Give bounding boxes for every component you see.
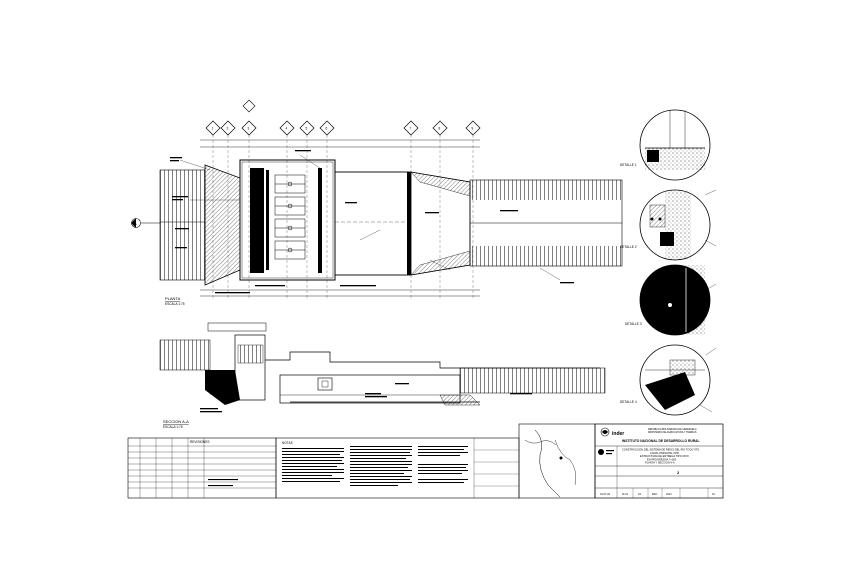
drawing-codes: 01-07-03 SI-01 A1 ESC. 2014 01 (600, 493, 715, 496)
svg-text:DETALLE 4: DETALLE 4 (620, 400, 637, 404)
inlet-canal-section (159, 339, 211, 371)
axis-marker: 9 (465, 120, 481, 136)
axis-markers: 1 2 3 4 5 6 7 8 9 (205, 120, 481, 136)
svg-text:9: 9 (472, 127, 474, 131)
svg-text:3: 3 (248, 127, 250, 131)
location-map (518, 423, 596, 499)
gate-details (274, 174, 306, 260)
annotation-texts (170, 150, 574, 294)
svg-text:2: 2 (227, 127, 229, 131)
plan-scale: ESCALA 1:75 (165, 302, 185, 306)
svg-text:01-07-03: 01-07-03 (600, 493, 611, 496)
svg-text:7: 7 (410, 127, 412, 131)
inder-logo: inder (600, 427, 624, 437)
svg-text:DETALLE 1: DETALLE 1 (620, 163, 637, 167)
svg-text:8: 8 (439, 127, 441, 131)
revisions-table: REVISIONES (127, 437, 277, 499)
notes-block: NOTAS (275, 437, 520, 499)
inlet-transition (204, 164, 241, 286)
dimension-lines (200, 139, 480, 297)
detail-4: DETALLE 4 (620, 344, 711, 416)
plan-title: PLANTA (165, 296, 181, 301)
plan-view: 1 2 3 4 5 6 7 8 9 (131, 99, 623, 306)
svg-text:CANAL PRINCIPAL CPR: CANAL PRINCIPAL CPR (650, 451, 679, 455)
structure-wall (250, 168, 264, 273)
axis-marker: 5 (299, 120, 315, 136)
detail-3: DETALLE 3 (625, 264, 711, 336)
svg-text:REVISIONES: REVISIONES (190, 440, 210, 444)
axis-marker: 6 (319, 120, 335, 136)
section-title: SECCION A-A (163, 419, 189, 424)
main-channel (334, 171, 411, 276)
axis-marker: 3 (241, 120, 257, 136)
elevation-marker (242, 99, 256, 113)
outlet-canal-section (459, 367, 606, 394)
svg-text:CONSTRUCCION DEL SISTEMA DE RI: CONSTRUCCION DEL SISTEMA DE RIEGO DEL RI… (622, 448, 699, 452)
channel-floor (279, 374, 461, 404)
details: DETALLE 1 DETALLE 2 DETALLE 3 DETALLE 4 (620, 109, 717, 416)
svg-text:ESTRUCTURA DE ENTREGA TIPO NIV: ESTRUCTURA DE ENTREGA TIPO NIVO (640, 454, 689, 458)
org-line-2: MINISTERIO DE AGRICULTURA Y TIERRAS (648, 431, 697, 434)
axis-marker: 2 (220, 120, 236, 136)
sheet-number: 2 (677, 470, 680, 475)
institute-name: INSTITUTO NACIONAL DE DESARROLLO RURAL (622, 439, 700, 443)
axis-marker: 8 (432, 120, 448, 136)
annotation-leaders (179, 154, 561, 281)
svg-text:inder: inder (612, 431, 624, 437)
section-cut-marker: A (131, 218, 160, 228)
svg-text:PLANTA Y SECCION A-A: PLANTA Y SECCION A-A (645, 461, 675, 465)
svg-text:DETALLE 2: DETALLE 2 (620, 245, 637, 249)
svg-text:01: 01 (712, 493, 715, 496)
detail-2: DETALLE 2 (620, 189, 711, 261)
svg-text:SI-01: SI-01 (622, 493, 629, 496)
bottom-blocks: REVISIONES NOTAS (127, 423, 724, 499)
svg-text:1: 1 (212, 127, 214, 131)
axis-marker: 4 (279, 120, 295, 136)
svg-text:4: 4 (286, 127, 288, 131)
svg-text:EN PROGRESIVA 7+000: EN PROGRESIVA 7+000 (647, 457, 677, 461)
title-block: inder REPUBLICA BOLIVARIANA DE VENEZUELA… (594, 423, 724, 499)
section-view: SECCION A-A ESCALA 1:75 (159, 322, 606, 429)
org-line-1: REPUBLICA BOLIVARIANA DE VENEZUELA (648, 428, 697, 431)
svg-text:DETALLE 3: DETALLE 3 (625, 322, 642, 326)
secondary-logo (598, 449, 614, 455)
svg-text:2014: 2014 (666, 493, 672, 496)
svg-text:6: 6 (326, 127, 328, 131)
svg-text:A1: A1 (638, 493, 642, 496)
svg-text:A: A (135, 222, 138, 226)
inlet-canal (159, 169, 206, 281)
svg-text:NOTAS: NOTAS (282, 441, 293, 445)
axis-marker: 1 (205, 120, 221, 136)
svg-text:5: 5 (306, 127, 308, 131)
section-scale: ESCALA 1:75 (163, 425, 183, 429)
detail-1: DETALLE 1 (620, 109, 711, 181)
svg-text:ESC.: ESC. (652, 493, 658, 496)
axis-marker: 7 (403, 120, 419, 136)
